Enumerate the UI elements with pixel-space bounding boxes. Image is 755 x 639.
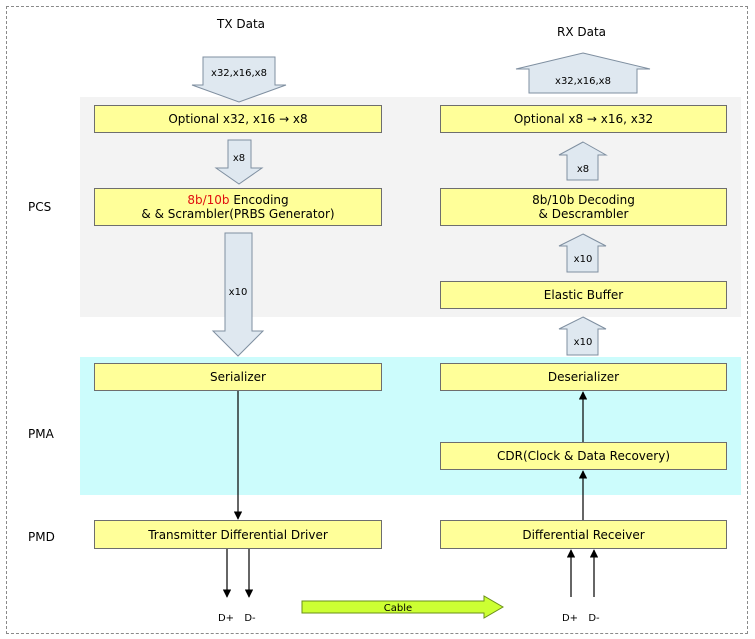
rx-output-arrow-label: x32,x16,x8: [555, 76, 611, 87]
rx-dplus-label: D+: [562, 613, 578, 624]
rx-x10-top-arrow: [558, 233, 607, 273]
rx-receiver-box: Differential Receiver: [440, 520, 727, 549]
cdr-box: CDR(Clock & Data Recovery): [440, 442, 727, 470]
tx-encoding-rest: Encoding: [229, 193, 289, 207]
tx-encoding-line1: 8b/10b Encoding: [187, 193, 288, 207]
rx-receiver-text: Differential Receiver: [522, 527, 645, 542]
rx-decoding-box: 8b/10b Decoding & Descrambler: [440, 188, 727, 226]
pcs-label: PCS: [28, 200, 52, 214]
elastic-buffer-text: Elastic Buffer: [543, 288, 624, 302]
serializer-box: Serializer: [94, 363, 382, 391]
tx-x8-arrow-label: x8: [233, 153, 245, 164]
diagram-frame: [6, 6, 748, 634]
rx-optional-box: Optional x8 → x16, x32: [440, 105, 727, 133]
rx-data-title: RX Data: [557, 25, 607, 39]
pma-label: PMA: [28, 427, 54, 441]
elastic-buffer-box: Elastic Buffer: [440, 281, 727, 309]
tx-x10-arrow: [211, 232, 265, 357]
cdr-text: CDR(Clock & Data Recovery): [496, 449, 670, 463]
rx-decoding-line1: 8b/10b Decoding: [532, 193, 635, 207]
rx-x8-arrow-label: x8: [577, 164, 589, 175]
pmd-label: PMD: [28, 530, 55, 544]
tx-driver-text: Transmitter Differential Driver: [148, 527, 328, 542]
tx-input-arrow: [191, 56, 287, 103]
rx-x10-bottom-arrow-label: x10: [574, 337, 593, 348]
cable-arrow: [301, 595, 504, 619]
tx-optional-text: Optional x32, x16 → x8: [168, 112, 308, 126]
rx-optional-text: Optional x8 → x16, x32: [513, 112, 654, 126]
tx-dplus-label: D+: [218, 613, 234, 624]
tx-x8-arrow: [214, 139, 264, 185]
rx-dminus-label: D-: [588, 613, 600, 624]
serializer-text: Serializer: [210, 370, 266, 384]
cable-label: Cable: [384, 603, 412, 614]
deserializer-text: Deserializer: [547, 370, 620, 384]
rx-x8-arrow: [558, 141, 608, 181]
tx-x10-arrow-label: x10: [229, 287, 248, 298]
rx-decoding-line2: & Descrambler: [538, 207, 629, 221]
tx-encoding-line2: & & Scrambler(PRBS Generator): [141, 207, 335, 221]
tx-encoding-highlight: 8b/10b: [187, 193, 230, 207]
tx-data-title: TX Data: [217, 17, 266, 31]
rx-output-arrow: [515, 52, 651, 94]
tx-input-arrow-label: x32,x16,x8: [211, 68, 267, 79]
rx-x10-bottom-arrow: [558, 316, 607, 356]
rx-x10-top-arrow-label: x10: [574, 254, 593, 265]
deserializer-box: Deserializer: [440, 363, 727, 391]
tx-driver-box: Transmitter Differential Driver: [94, 520, 382, 549]
tx-optional-box: Optional x32, x16 → x8: [94, 105, 382, 133]
tx-encoding-box: 8b/10b Encoding & & Scrambler(PRBS Gener…: [94, 188, 382, 226]
tx-dminus-label: D-: [244, 613, 256, 624]
